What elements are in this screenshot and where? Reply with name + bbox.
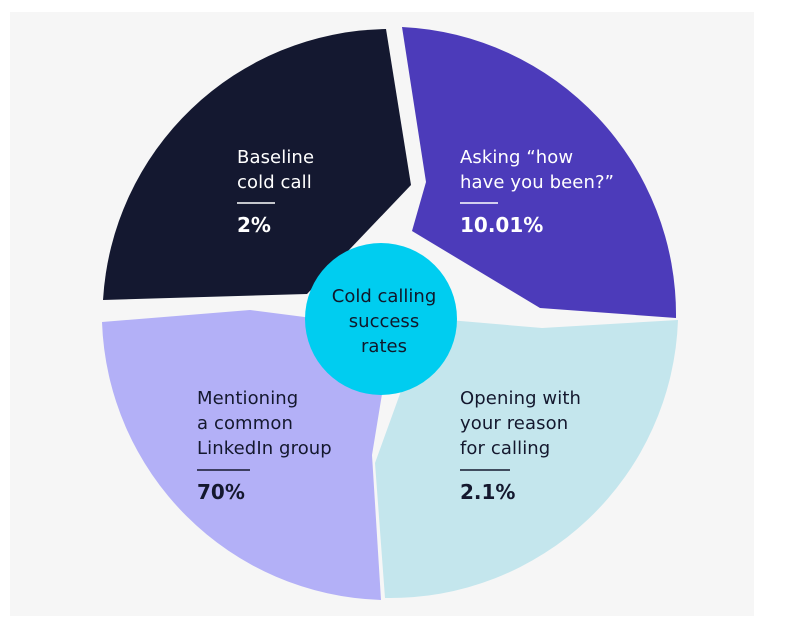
segment-how-have-you-been-labels: Asking “how have you been?” 10.01%	[460, 147, 614, 237]
segment-reason-for-calling-label-line-3: for calling	[460, 438, 550, 459]
segment-linkedin-group-labels: Mentioning a common LinkedIn group 70%	[197, 388, 332, 504]
segment-how-have-you-been-value: 10.01%	[460, 213, 543, 237]
segment-reason-for-calling-label-line-1: Opening with	[460, 388, 581, 409]
segment-linkedin-group	[102, 310, 382, 600]
center-title: Cold calling success rates	[332, 286, 437, 357]
center-title-line-2: success	[349, 311, 419, 332]
center-title-line-3: rates	[361, 336, 407, 357]
segment-baseline-labels: Baseline cold call 2%	[237, 147, 314, 237]
segment-linkedin-group-label-line-1: Mentioning	[197, 388, 298, 409]
segment-how-have-you-been	[402, 27, 677, 318]
segment-baseline-label-line-2: cold call	[237, 172, 312, 193]
center-circle	[305, 243, 457, 395]
segment-reason-for-calling-labels: Opening with your reason for calling 2.1…	[460, 388, 581, 504]
segment-reason-for-calling-value: 2.1%	[460, 480, 515, 504]
center-title-line-1: Cold calling	[332, 286, 437, 307]
segment-baseline	[103, 29, 411, 300]
segment-reason-for-calling	[375, 316, 678, 599]
segment-linkedin-group-value: 70%	[197, 480, 245, 504]
segment-linkedin-group-label-line-3: LinkedIn group	[197, 438, 332, 459]
segment-baseline-label-line-1: Baseline	[237, 147, 314, 168]
segment-how-have-you-been-label-line-2: have you been?”	[460, 172, 614, 193]
segment-linkedin-group-label-line-2: a common	[197, 413, 293, 434]
segment-reason-for-calling-label-line-2: your reason	[460, 413, 568, 434]
segment-baseline-value: 2%	[237, 213, 271, 237]
segment-how-have-you-been-label-line-1: Asking “how	[460, 147, 573, 168]
